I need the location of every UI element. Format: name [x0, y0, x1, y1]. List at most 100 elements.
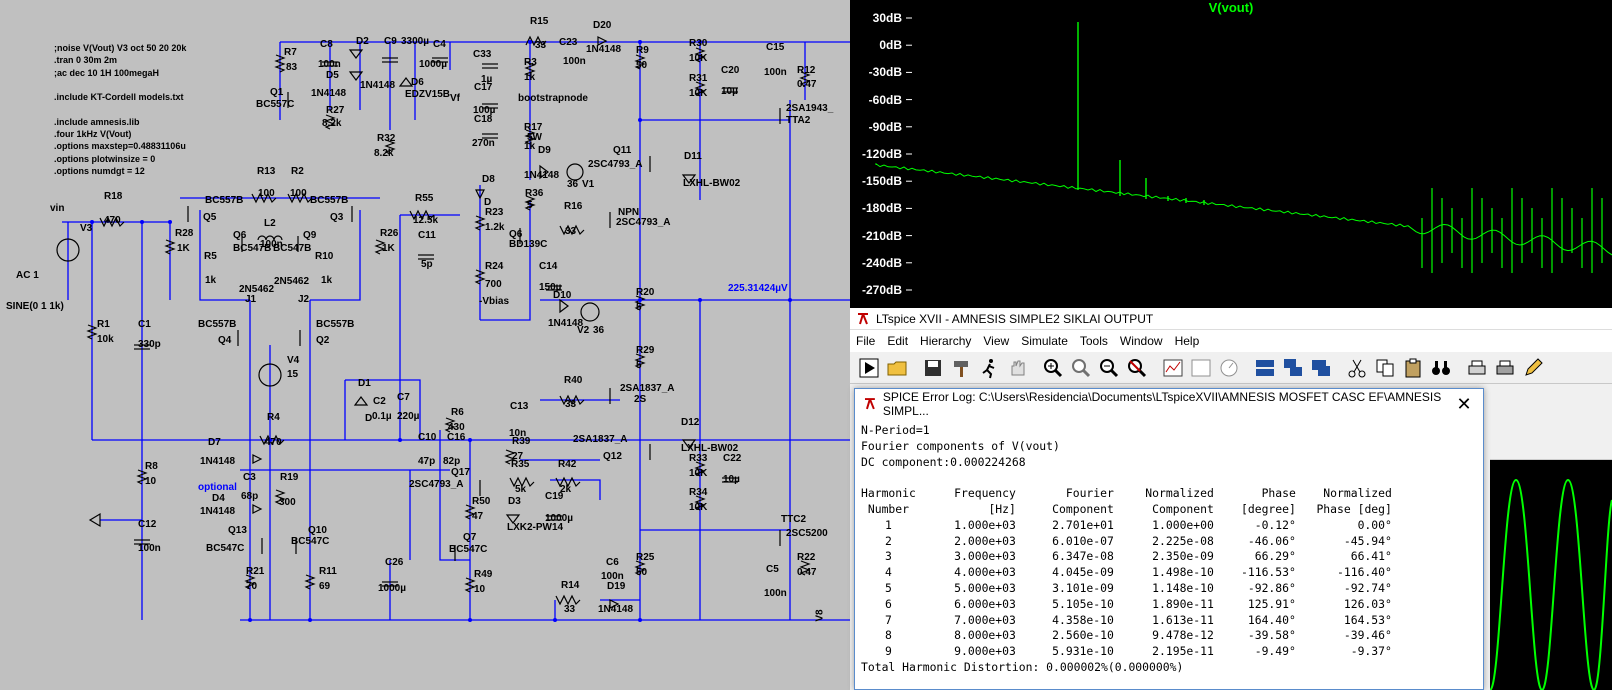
trace-title[interactable]: V(vout) [1208, 0, 1254, 15]
zoom-pan-button[interactable] [1068, 355, 1094, 381]
control-panel-button[interactable] [948, 355, 974, 381]
menu-bar: File Edit Hierarchy View Simulate Tools Window… [850, 330, 1612, 352]
menu-edit[interactable]: Edit [887, 334, 909, 348]
open-button[interactable] [884, 355, 910, 381]
menu-tools[interactable]: Tools [1079, 334, 1108, 348]
close-button[interactable]: ✕ [1456, 394, 1472, 414]
waveform-plot[interactable] [850, 0, 1612, 308]
window-titlebar[interactable]: LTspice XVII - AMNESIS SIMPLE2 SIKLAI OU… [850, 308, 1612, 330]
save-button[interactable] [920, 355, 946, 381]
menu-help[interactable]: Help [1174, 334, 1200, 348]
component-label: R25 [636, 552, 655, 563]
spice-directive[interactable]: ;ac dec 10 1H 100megaH [54, 67, 160, 78]
menu-hierarchy[interactable]: Hierarchy [920, 334, 972, 348]
table-cell: 1.613e-11 [1152, 612, 1214, 627]
print-preview-button[interactable] [1464, 355, 1490, 381]
component-label: 69 [319, 581, 331, 592]
spice-directive[interactable]: .options numdgt = 12 [54, 166, 145, 176]
fft-button[interactable] [1188, 355, 1214, 381]
component-label: C22 [723, 453, 742, 464]
floppy-icon [925, 359, 941, 376]
column-header: Normalized [1145, 486, 1214, 501]
component-label: 50 [636, 567, 648, 578]
component-label: 2k [560, 484, 572, 495]
log-line: Fourier components of V(vout) [861, 438, 1060, 453]
component-label: 1.2k [485, 222, 505, 233]
copy-button[interactable] [1372, 355, 1398, 381]
spice-directive[interactable]: .four 1kHz V(Vout) [54, 129, 132, 140]
printer-preview-icon [1468, 360, 1486, 374]
table-cell: 2.225e-08 [1152, 533, 1214, 548]
table-cell: 7.000e+03 [954, 612, 1016, 627]
window-tile-icon [1256, 359, 1274, 376]
component-label: 270n [472, 138, 495, 149]
component-label: V2 [577, 325, 590, 336]
table-cell: 5 [885, 580, 892, 595]
close-windows-button[interactable] [1308, 355, 1334, 381]
table-cell: 3.000e+03 [954, 549, 1016, 564]
zoom-out-icon [1100, 358, 1119, 377]
table-cell: 1 [885, 517, 892, 532]
halt-button[interactable] [1004, 355, 1030, 381]
time-domain-plot[interactable] [1489, 460, 1612, 690]
zoom-in-button[interactable] [1040, 355, 1066, 381]
component-label: 1N4148 [524, 170, 560, 181]
component-label: Q12 [603, 451, 622, 462]
spice-directive[interactable]: .include KT-Cordell models.txt [54, 92, 184, 103]
table-cell: 4.358e-10 [1052, 612, 1114, 627]
zoom-fit-button[interactable] [1124, 355, 1150, 381]
secondary-window-header [1490, 430, 1612, 460]
component-label: 1k [321, 275, 333, 286]
spice-directive[interactable]: ;noise V(Vout) V3 oct 50 20 20k [54, 43, 187, 53]
component-label: Q10 [308, 525, 327, 536]
dialog-titlebar[interactable]: SPICE Error Log: C:\Users\Residencia\Doc… [855, 389, 1483, 419]
component-label: vin [50, 203, 65, 214]
pencil-button[interactable] [1520, 355, 1546, 381]
plot-settings-button[interactable] [1216, 355, 1242, 381]
component-label: 10K [689, 502, 708, 513]
component-label: 100n [260, 239, 283, 250]
cut-button[interactable] [1344, 355, 1370, 381]
table-cell: -9.49° [1254, 644, 1296, 659]
log-line: DC component:0.000224268 [861, 454, 1026, 469]
menu-simulate[interactable]: Simulate [1021, 334, 1068, 348]
clipboard-icon [1405, 358, 1421, 377]
schematic-canvas[interactable]: ;noise V(Vout) V3 oct 50 20 20k .tran 0 … [0, 0, 850, 690]
autorange-button[interactable] [1160, 355, 1186, 381]
spice-directive[interactable]: .include amnesis.lib [54, 116, 140, 127]
new-schematic-button[interactable] [856, 355, 882, 381]
print-button[interactable] [1492, 355, 1518, 381]
component-label: SINE(0 1 1k) [6, 301, 64, 312]
component-label: 2SC5200 [786, 528, 828, 539]
table-cell: -39.58° [1247, 628, 1296, 643]
zoom-cancel-icon [1128, 358, 1147, 377]
component-label: 430 [448, 422, 465, 433]
zoom-out-button[interactable] [1096, 355, 1122, 381]
component-label: 10K [689, 468, 708, 479]
spice-directive[interactable]: .options maxstep=0.48831106u [54, 141, 186, 152]
find-button[interactable] [1428, 355, 1454, 381]
component-label: C26 [385, 557, 404, 568]
component-label: C6 [606, 557, 619, 568]
component-label: BD139C [509, 239, 548, 250]
menu-window[interactable]: Window [1119, 334, 1163, 348]
run-button[interactable] [976, 355, 1002, 381]
menu-file[interactable]: File [856, 334, 876, 348]
spice-directive[interactable]: .tran 0 30m 2m [54, 55, 118, 66]
sine-trace [1489, 478, 1612, 690]
folder-icon [887, 361, 907, 375]
cascade-button[interactable] [1280, 355, 1306, 381]
component-label: 1N4148 [598, 604, 634, 615]
menu-view[interactable]: View [983, 334, 1010, 348]
component-label: Q3 [330, 212, 344, 223]
component-label: 10K [689, 53, 708, 64]
component-label: 0.47 [797, 79, 817, 90]
tile-horizontal-button[interactable] [1252, 355, 1278, 381]
table-cell: -116.40° [1337, 565, 1392, 580]
paste-button[interactable] [1400, 355, 1426, 381]
component-label: 700 [485, 279, 502, 290]
component-label: R55 [415, 193, 434, 204]
spice-directive[interactable]: .options plotwinsize = 0 [54, 153, 156, 164]
